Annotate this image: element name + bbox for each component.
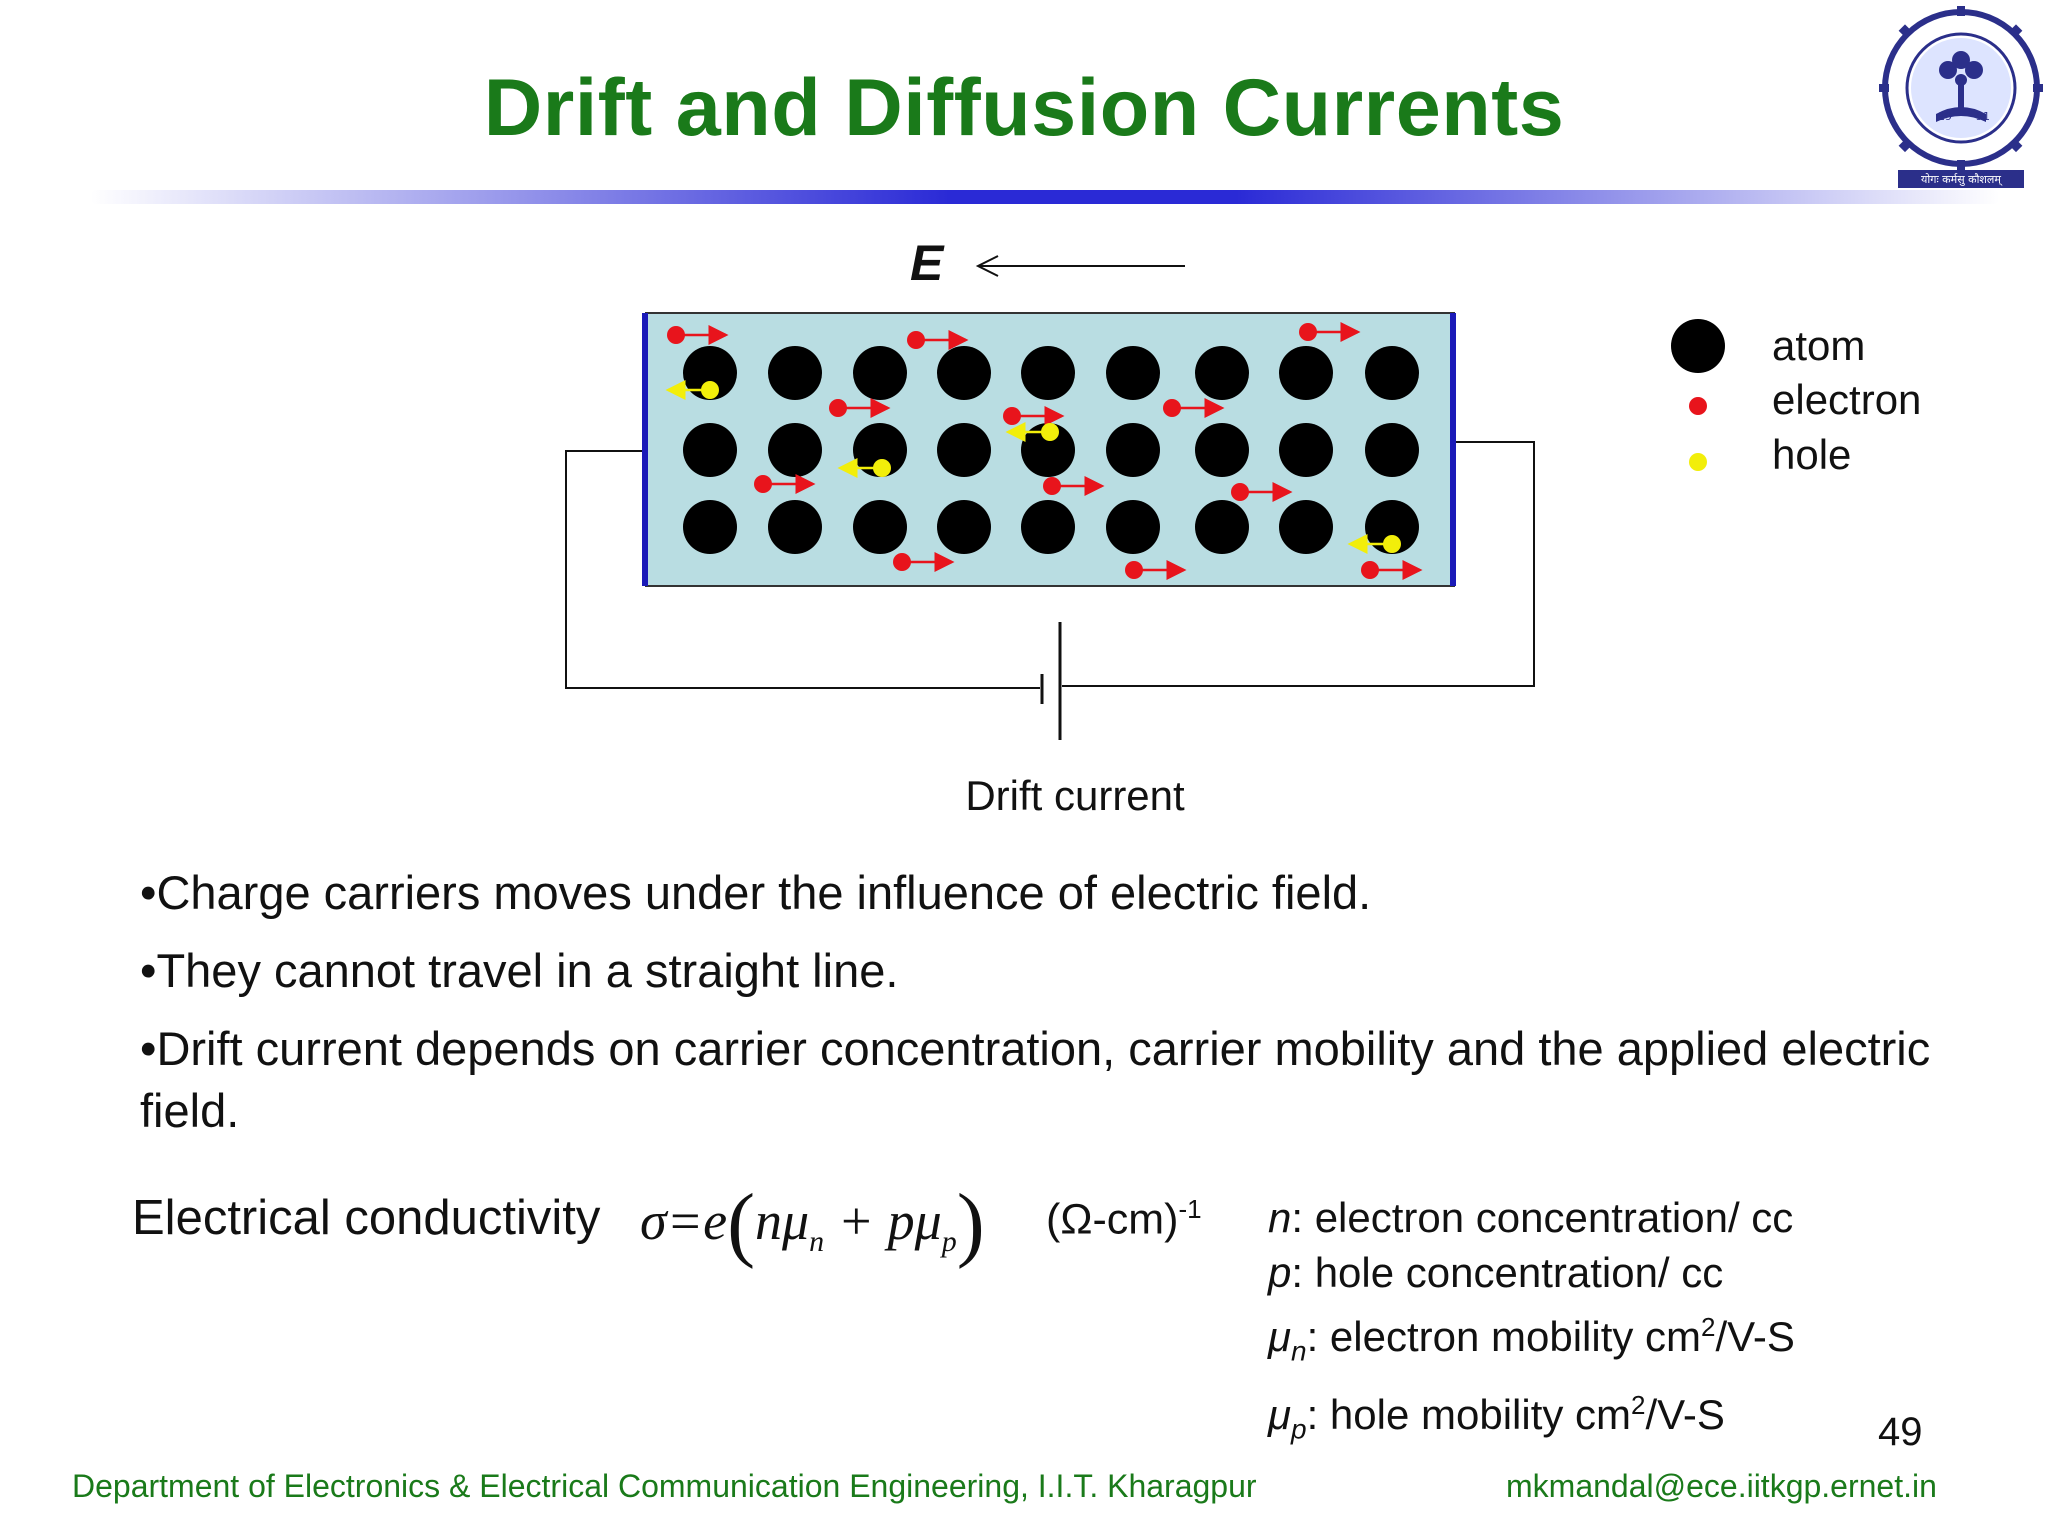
atom (1106, 346, 1160, 400)
atom (1021, 423, 1075, 477)
page-number: 49 (1878, 1410, 1923, 1454)
right-electrode (1450, 313, 1456, 586)
units-text: (Ω-cm) (1046, 1195, 1179, 1244)
formula-open-paren: ( (727, 1177, 756, 1270)
atom (937, 500, 991, 554)
atom (853, 423, 907, 477)
drift-current-diagram: E (565, 235, 1725, 740)
conductivity-formula: σ=e(nμn + pμp) (640, 1175, 985, 1272)
atom (1279, 500, 1333, 554)
atom (1106, 423, 1160, 477)
electron (893, 553, 911, 571)
atom (1195, 346, 1249, 400)
conductivity-units: (Ω-cm)-1 (1046, 1194, 1202, 1244)
bullet-item: •Charge carriers moves under the influen… (140, 866, 1372, 919)
electron (907, 331, 925, 349)
hole (1041, 423, 1059, 441)
atom (1365, 423, 1419, 477)
formula-close-paren: ) (956, 1177, 985, 1270)
atom (768, 500, 822, 554)
logo-year-right: 51 (1976, 110, 1990, 123)
title-underline (90, 190, 2000, 204)
atom (1195, 423, 1249, 477)
diagram-caption: Drift current (965, 772, 1185, 819)
formula-mu-n: μ (782, 1191, 810, 1251)
def-mu-n: μn: electron mobility cm2/V-S (1268, 1312, 1795, 1367)
formula-sub-p: p (941, 1224, 957, 1258)
formula-mu-p: μ (914, 1191, 942, 1251)
atom (1106, 500, 1160, 554)
atom (1021, 500, 1075, 554)
iit-kharagpur-logo-icon: 51 19 योगः कर्मसु कौशलम् (1878, 4, 2044, 190)
conductivity-label: Electrical conductivity (132, 1191, 601, 1245)
electron (1361, 561, 1379, 579)
atom (683, 423, 737, 477)
formula-equals: = (666, 1191, 704, 1251)
footer-department: Department of Electronics & Electrical C… (72, 1468, 1257, 1504)
def-n: n: electron concentration/ cc (1268, 1194, 1794, 1241)
atom (937, 423, 991, 477)
electron (1125, 561, 1143, 579)
electron (754, 475, 772, 493)
symbol-definitions: n: electron concentration/ cc p: hole co… (1268, 1190, 1795, 1457)
def-p: p: hole concentration/ cc (1268, 1249, 1724, 1296)
atom (853, 500, 907, 554)
field-label: E (910, 235, 945, 291)
atom (683, 346, 737, 400)
formula-sigma: σ (640, 1191, 667, 1251)
atom (1365, 500, 1419, 554)
atom (768, 346, 822, 400)
footer-email: mkmandal@ece.iitkgp.ernet.in (1506, 1468, 1937, 1504)
field-arrow (975, 255, 1185, 277)
formula-plus: + (824, 1191, 888, 1251)
electron (667, 326, 685, 344)
legend-atom-icon (1671, 319, 1725, 373)
legend-electron-icon (1689, 397, 1707, 415)
hole (1383, 535, 1401, 553)
hole (873, 459, 891, 477)
formula-sub-n: n (809, 1224, 825, 1258)
bullet-list: •Charge carriers moves under the influen… (140, 862, 1960, 1158)
legend-hole-icon (1689, 453, 1707, 471)
circuit-wire-right (1062, 441, 1535, 687)
bullet-item: •Drift current depends on carrier concen… (140, 1022, 1931, 1137)
legend-atom-label: atom (1772, 322, 1866, 369)
legend-hole-label: hole (1772, 431, 1852, 478)
atom (853, 346, 907, 400)
formula-n: n (755, 1191, 783, 1251)
atom (1279, 423, 1333, 477)
atom (1365, 346, 1419, 400)
atom (1195, 500, 1249, 554)
bullet-item: •They cannot travel in a straight line. (140, 944, 899, 997)
electron (1043, 477, 1061, 495)
atom (1021, 346, 1075, 400)
formula-p: p (887, 1191, 915, 1251)
units-exponent: -1 (1178, 1194, 1202, 1224)
electron (829, 399, 847, 417)
def-mu-p: μp: hole mobility cm2/V-S (1268, 1390, 1725, 1445)
atom (937, 346, 991, 400)
atom (683, 500, 737, 554)
logo-year-left: 19 (1938, 110, 1952, 123)
atom (768, 423, 822, 477)
electron (1231, 483, 1249, 501)
hole (701, 381, 719, 399)
left-electrode (642, 313, 648, 586)
atom (1279, 346, 1333, 400)
electron (1003, 407, 1021, 425)
electron (1299, 323, 1317, 341)
slide-title: Drift and Diffusion Currents (483, 63, 1565, 153)
logo-motto: योगः कर्मसु कौशलम् (1921, 173, 2003, 186)
circuit-wire-left (565, 450, 1040, 689)
legend-electron-label: electron (1772, 376, 1922, 423)
formula-e: e (703, 1191, 728, 1251)
electron (1163, 399, 1181, 417)
